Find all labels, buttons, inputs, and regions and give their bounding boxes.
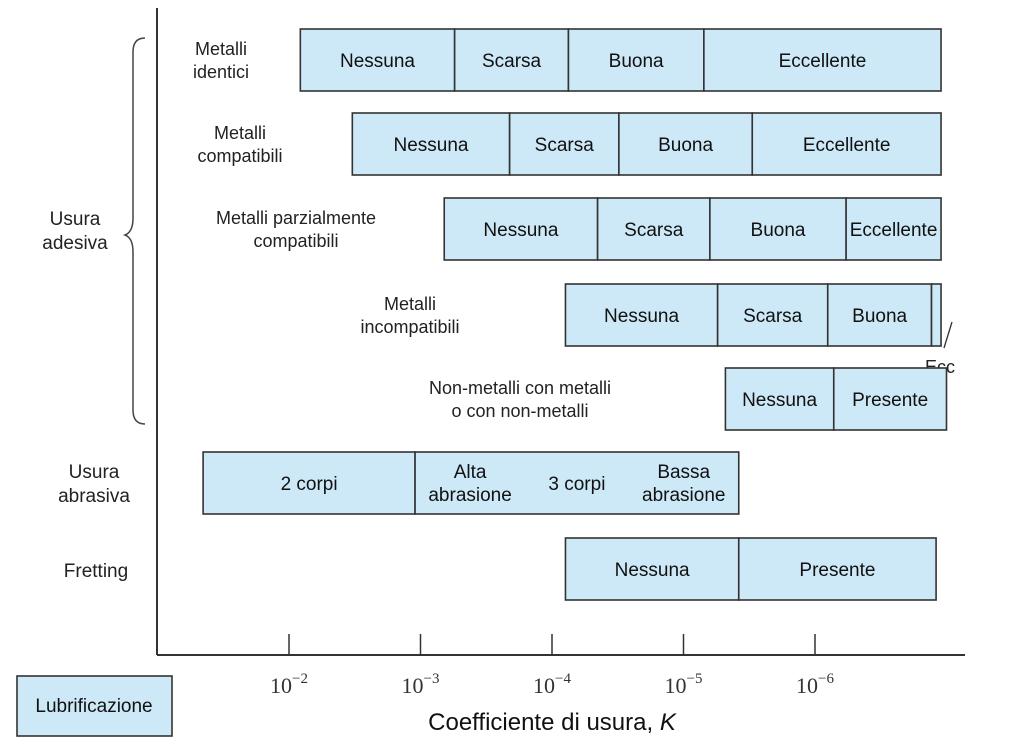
bar-segment <box>709 197 847 261</box>
segment-label: Presente <box>852 390 928 411</box>
x-tick-label: 10−4 <box>533 671 571 698</box>
segment-label: Scarsa <box>624 220 684 241</box>
x-tick-label: 10−3 <box>402 671 440 698</box>
bar-segment <box>564 537 740 601</box>
x-tick-label: 10−2 <box>270 671 308 698</box>
segment-label: Scarsa <box>482 51 542 72</box>
bar-segment <box>618 112 754 176</box>
row-fretting: Nessuna Presente <box>564 537 937 601</box>
segment-label: Nessuna <box>340 51 415 72</box>
segment-label: Buona <box>658 135 713 156</box>
segment-label: Eccellente <box>779 51 867 72</box>
x-tick-label: 10−6 <box>796 671 834 698</box>
legend: Lubrificazione <box>16 675 173 737</box>
bar-segment <box>832 367 948 431</box>
group-label: Fretting <box>64 561 128 582</box>
axes <box>156 8 965 656</box>
bar-segment <box>453 28 570 92</box>
x-ticks: 10−2 10−3 10−4 10−5 10−6 <box>270 634 834 698</box>
legend-swatch <box>16 675 173 737</box>
bar-segment <box>299 28 456 92</box>
group-brace <box>122 37 146 425</box>
bar-segment <box>567 28 705 92</box>
segment-label: Buona <box>852 306 907 327</box>
segment-label: Nessuna <box>604 306 679 327</box>
segment-label: Buona <box>609 51 664 72</box>
bar-segment <box>596 197 711 261</box>
bar-segment <box>414 451 740 515</box>
segment-label: Eccellente <box>850 220 938 241</box>
segment-label: Buona <box>751 220 806 241</box>
bar-segment <box>716 283 829 347</box>
bar-segment <box>508 112 620 176</box>
x-tick-label: 10−5 <box>665 671 703 698</box>
bar-segment <box>751 112 942 176</box>
legend-label: Lubrificazione <box>35 696 152 717</box>
bar-segment <box>845 197 942 261</box>
bar-segment <box>826 283 933 347</box>
bar-segment <box>930 283 942 347</box>
segment-label: Scarsa <box>743 306 803 327</box>
segment-label: Nessuna <box>615 560 690 581</box>
bar-segment <box>443 197 599 261</box>
x-axis-label: Coefficiente di usura, K <box>428 709 677 736</box>
segment-label: Scarsa <box>535 135 595 156</box>
bar-segment <box>703 28 942 92</box>
segment-label: Presente <box>799 560 875 581</box>
segment-label: Nessuna <box>393 135 468 156</box>
bar-segment <box>737 537 937 601</box>
segment-label: 2 corpi <box>281 474 338 495</box>
segment-label: Nessuna <box>742 390 817 411</box>
bar-segment <box>202 451 416 515</box>
segment-label: Nessuna <box>483 220 558 241</box>
bar-segment <box>724 367 835 431</box>
callout-line <box>943 321 953 349</box>
segment-label: 3 corpi <box>548 474 605 495</box>
segment-label: Eccellente <box>803 135 891 156</box>
